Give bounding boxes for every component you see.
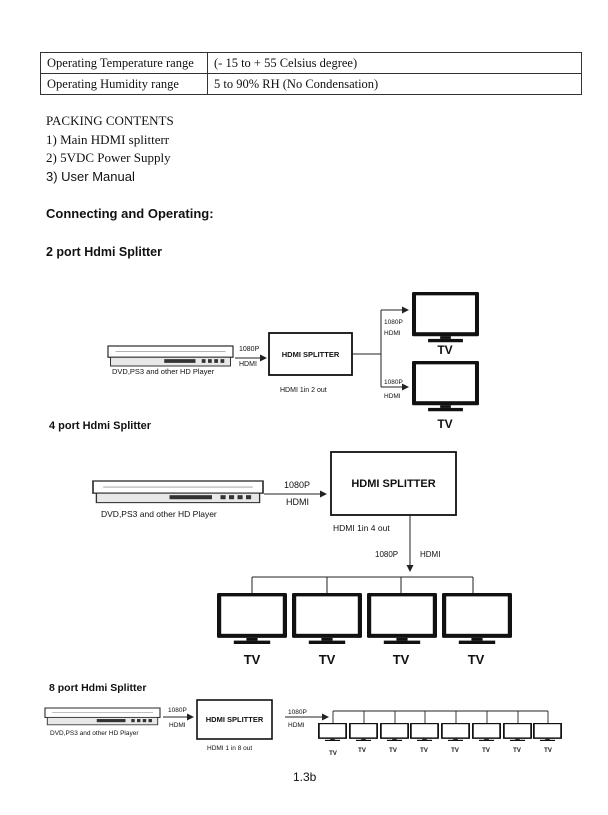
tv-icon — [292, 593, 362, 644]
splitter-caption: HDMI 1 in 8 out — [207, 745, 252, 752]
diagram-title-2-port: 2 port Hdmi Splitter — [46, 245, 162, 259]
tv-icon — [380, 723, 409, 741]
splitter-label: HDMI SPLITTER — [206, 715, 264, 724]
tv-label: TV — [319, 652, 336, 667]
diagram-title-8-port: 8 port Hdmi Splitter — [49, 682, 147, 694]
output-resolution: 1080P — [375, 550, 398, 559]
tv-icon — [349, 723, 378, 741]
page-number: 1.3b — [293, 770, 317, 784]
diagram-8-port: DVD,PS3 and other HD Player 1080P HDMI H… — [44, 699, 562, 757]
output-hdmi: HDMI — [384, 393, 401, 400]
list-item: 1) Main HDMI splitterr — [46, 132, 170, 147]
tv-icon — [410, 723, 439, 741]
output-resolution: 1080P — [384, 379, 403, 386]
hdmi-splitter-box — [330, 451, 457, 516]
player-label: DVD,PS3 and other HD Player — [101, 509, 217, 519]
spec-label: Operating Temperature range — [40, 52, 208, 74]
specifications-table: Operating Temperature range (- 15 to + 5… — [40, 52, 582, 95]
list-item: 3) User Manual — [46, 169, 135, 184]
list-item: 2) 5VDC Power Supply — [46, 150, 171, 165]
tv-icon — [533, 723, 562, 741]
tv-icon — [412, 361, 479, 412]
output-hdmi: HDMI — [288, 722, 305, 729]
tv-icon — [217, 593, 287, 644]
input-resolution: 1080P — [168, 707, 187, 714]
player-label: DVD,PS3 and other HD Player — [112, 367, 215, 376]
diagram-title-4-port: 4 port Hdmi Splitter — [49, 420, 152, 432]
tv-label: TV — [329, 751, 337, 757]
spec-label: Operating Humidity range — [40, 73, 208, 95]
tv-label: TV — [420, 748, 428, 754]
tv-icon — [472, 723, 501, 741]
output-hdmi: HDMI — [420, 550, 440, 559]
tv-icon — [412, 292, 479, 343]
input-hdmi: HDMI — [239, 361, 257, 368]
input-resolution: 1080P — [284, 480, 310, 490]
dvd-player-icon — [107, 345, 234, 367]
tv-label: TV — [393, 652, 410, 667]
tv-icon — [442, 593, 512, 644]
dvd-player-icon — [92, 480, 264, 504]
player-label: DVD,PS3 and other HD Player — [50, 730, 139, 737]
diagram-4-port: DVD,PS3 and other HD Player 1080P HDMI H… — [92, 451, 512, 667]
tv-label: TV — [513, 748, 521, 754]
tv-label: TV — [468, 652, 485, 667]
output-resolution: 1080P — [288, 709, 307, 716]
tv-icon — [503, 723, 532, 741]
section-title: Connecting and Operating: — [46, 206, 214, 221]
input-resolution: 1080P — [239, 346, 260, 353]
splitter-caption: HDMI 1in 2 out — [280, 387, 327, 394]
diagram-2-port: DVD,PS3 and other HD Player 1080P HDMI H… — [107, 292, 479, 431]
tv-label: TV — [437, 343, 452, 357]
output-resolution: 1080P — [384, 319, 403, 326]
tv-label: TV — [389, 748, 397, 754]
table-row: Operating Humidity range 5 to 90% RH (No… — [40, 73, 582, 95]
dvd-player-icon — [44, 707, 161, 726]
tv-icon — [367, 593, 437, 644]
input-hdmi: HDMI — [286, 497, 309, 507]
tv-icon — [318, 723, 347, 741]
hdmi-splitter-box — [196, 699, 273, 740]
tv-label: TV — [437, 417, 452, 431]
packing-contents-title: PACKING CONTENTS — [46, 113, 174, 128]
tv-label: TV — [482, 748, 490, 754]
tv-label: TV — [544, 748, 552, 754]
splitter-label: HDMI SPLITTER — [282, 350, 340, 359]
spec-value: 5 to 90% RH (No Condensation) — [207, 73, 582, 95]
input-hdmi: HDMI — [169, 722, 186, 729]
tv-label: TV — [244, 652, 261, 667]
output-hdmi: HDMI — [384, 330, 401, 337]
splitter-label: HDMI SPLITTER — [351, 478, 435, 490]
tv-label: TV — [451, 748, 459, 754]
tv-label: TV — [358, 748, 366, 754]
tv-icon — [441, 723, 470, 741]
splitter-caption: HDMI 1in 4 out — [333, 523, 390, 533]
